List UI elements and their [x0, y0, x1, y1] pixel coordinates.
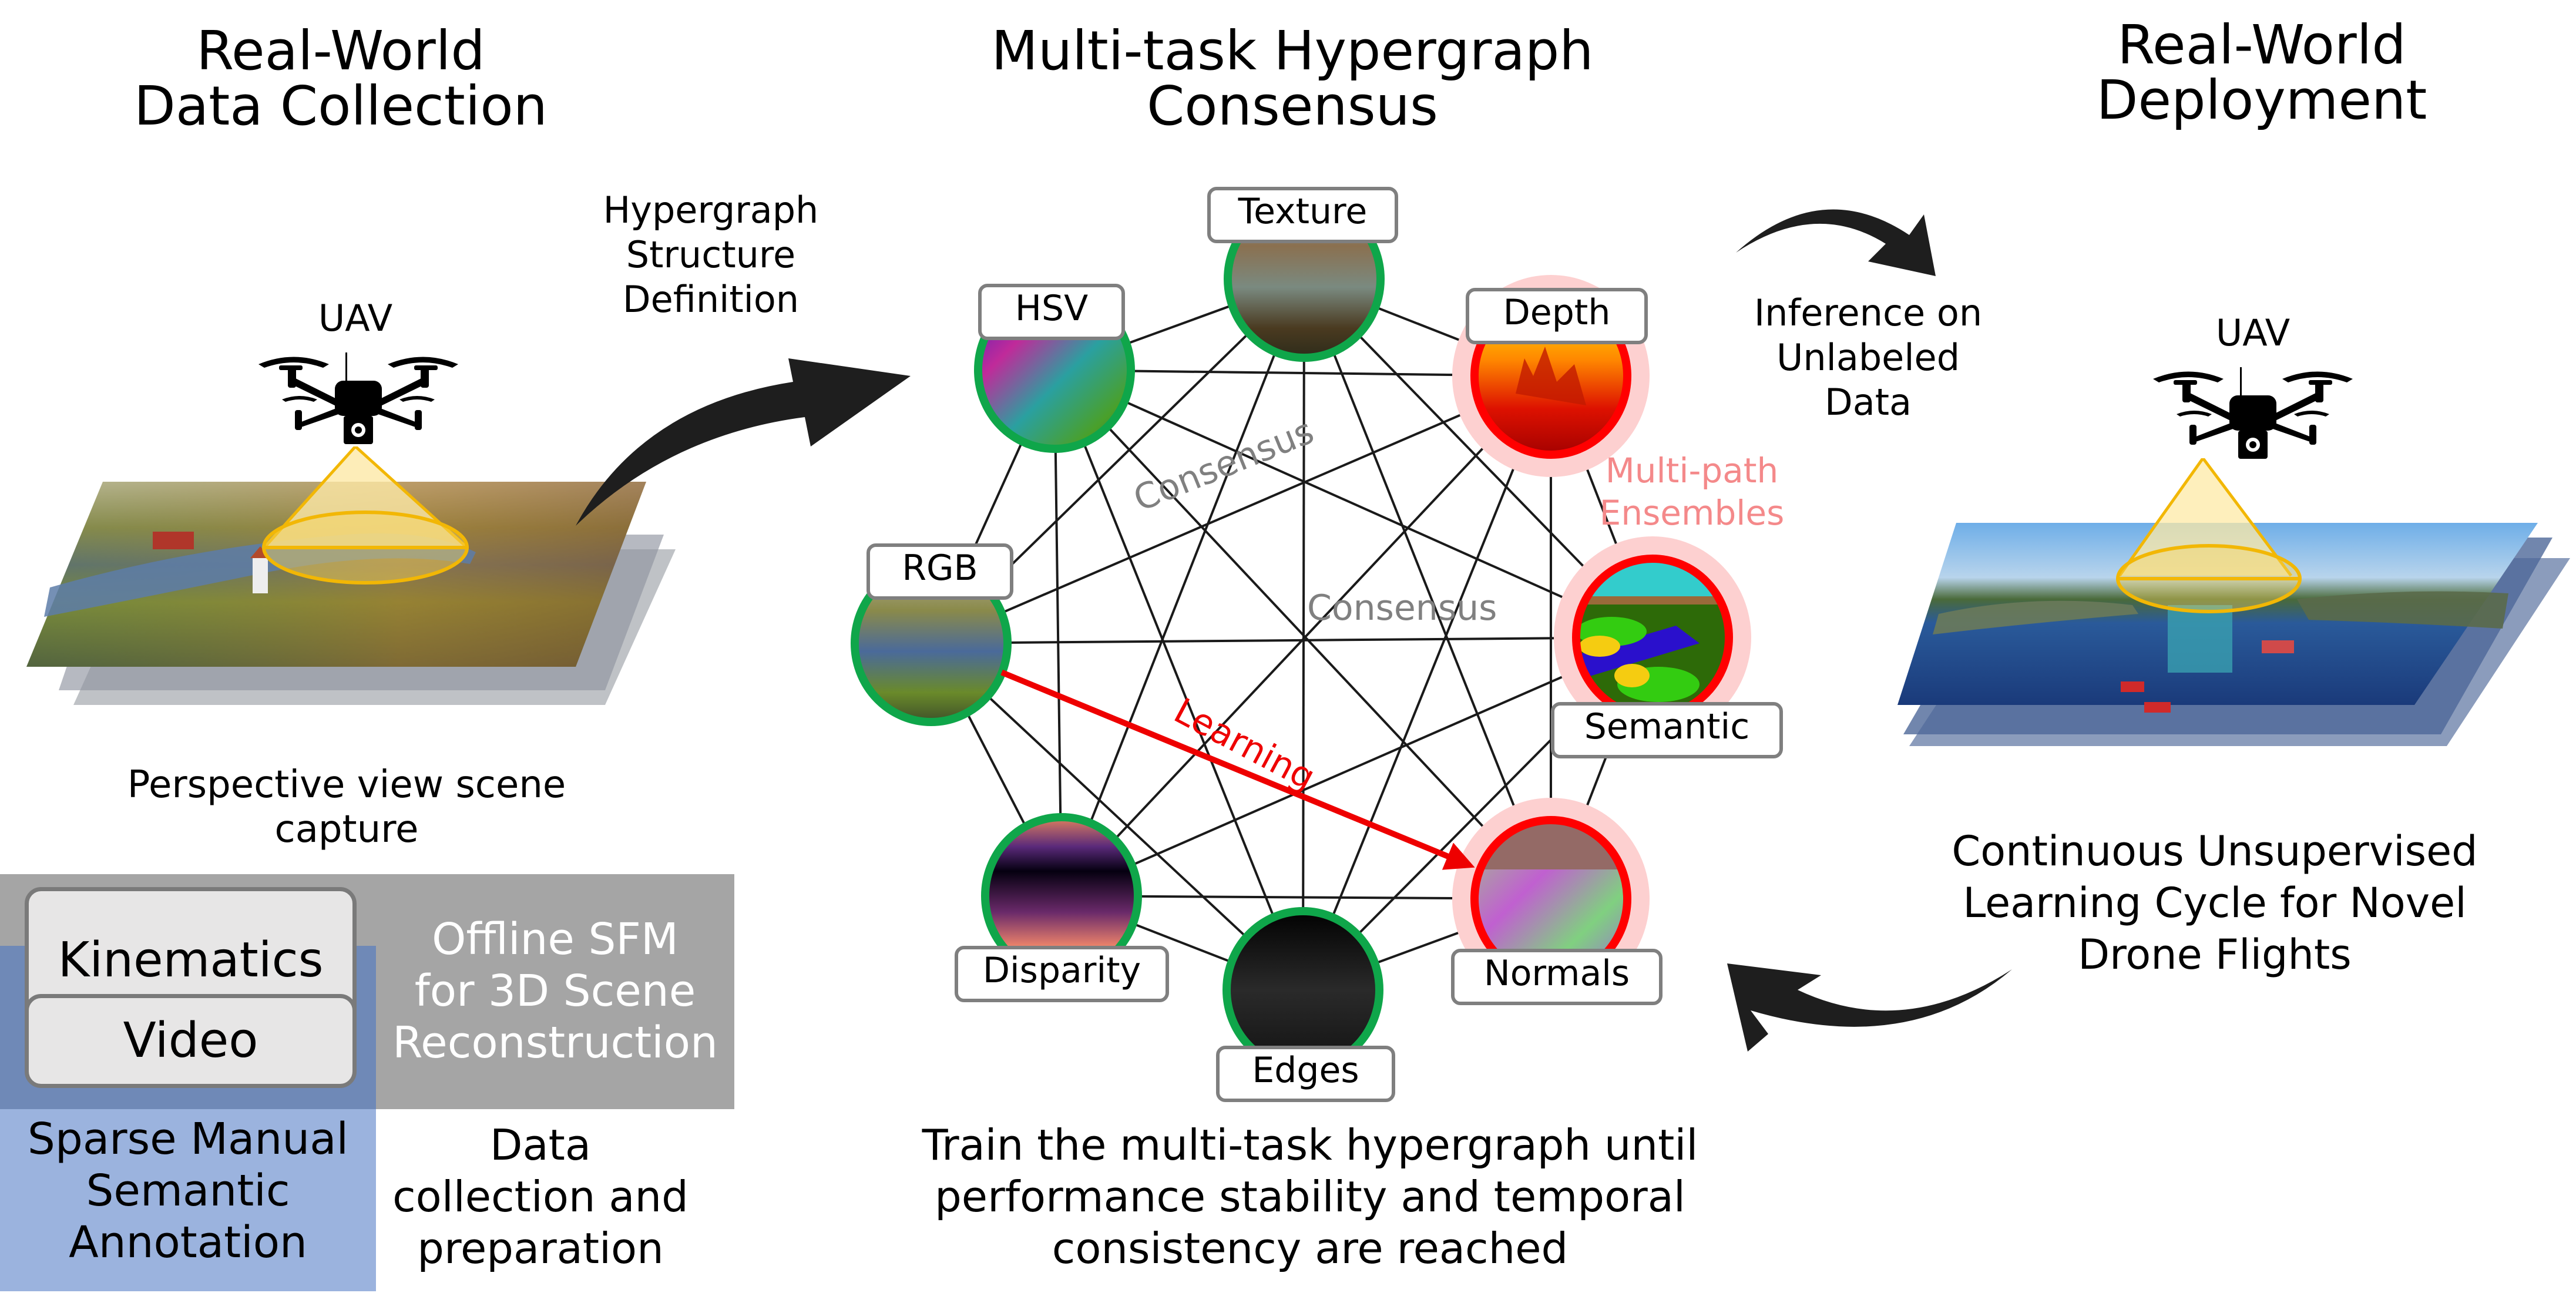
edge-texture-disparity	[1060, 278, 1305, 896]
rig	[2168, 605, 2232, 673]
video-box: Video	[25, 994, 357, 1088]
deployment-scene-stack	[1897, 458, 2570, 746]
semantic-thumbnail	[1577, 560, 1728, 715]
edge-edges-hsv	[1053, 370, 1304, 990]
sfm-text: Offline SFM for 3D Scene Reconstruction	[392, 914, 718, 1068]
scene-capture-stack	[26, 446, 676, 705]
red-roof-house	[153, 532, 194, 549]
edge-depth-edges	[1302, 375, 1552, 990]
edge-semantic-hsv	[1054, 369, 1653, 639]
training-caption: Train the multi-task hypergraph until pe…	[922, 1120, 1698, 1273]
node-label-disparity: Disparity	[955, 946, 1169, 1002]
multipath-ensembles-label: Multi-path Ensembles	[1599, 451, 1785, 533]
tower	[253, 558, 268, 593]
collection-title-line2: Data Collection	[134, 75, 548, 137]
uav-label-right: UAV	[2215, 311, 2290, 354]
node-label-semantic: Semantic	[1551, 702, 1783, 758]
consensus-label-center: Consensus	[1307, 587, 1497, 629]
node-label-hsv: HSV	[978, 284, 1125, 340]
edge-semantic-disparity	[1061, 636, 1653, 897]
learning-arrow	[1000, 669, 1475, 870]
consensus-title: Multi-task Hypergraph Consensus	[991, 19, 1594, 137]
drone-icon	[258, 352, 458, 444]
river	[44, 533, 476, 617]
node-label-rgb: RGB	[866, 543, 1013, 600]
arrow-to-hypergraph-icon	[576, 358, 911, 526]
annotation-panel	[0, 1109, 376, 1291]
deployment-title: Real-World Deployment	[2096, 14, 2427, 132]
camera-cone	[264, 446, 467, 548]
node-label-edges: Edges	[1216, 1046, 1395, 1102]
scene-capture-caption: Perspective view scene capture	[127, 763, 566, 851]
node-label-normals: Normals	[1451, 949, 1663, 1005]
edge-depth-disparity	[1060, 375, 1552, 897]
node-label-texture: Texture	[1207, 187, 1398, 243]
hypergraph-definition-text: Hypergraph Structure Definition	[603, 189, 819, 321]
edge-normals-hsv	[1053, 369, 1552, 900]
node-label-depth: Depth	[1466, 288, 1648, 344]
data-preparation-text: Data collection and preparation	[392, 1120, 688, 1273]
uav-label-left: UAV	[318, 297, 393, 340]
annotation-text: Sparse Manual Semantic Annotation	[27, 1114, 349, 1268]
arrow-back-to-hypergraph-icon	[1727, 963, 2012, 1052]
edge-disparity-hsv	[1053, 370, 1063, 896]
edge-depth-rgb	[931, 375, 1551, 644]
edge-edges-rgb	[930, 642, 1304, 991]
inference-text: Inference on Unlabeled Data	[1754, 291, 1983, 424]
edge-texture-normals	[1303, 278, 1552, 899]
camera-cone-right	[2120, 458, 2291, 576]
arrow-to-deployment-icon	[1736, 209, 1936, 276]
collection-title: Real-World Data Collection	[106, 23, 576, 134]
deployment-caption: Continuous Unsupervised Learning Cycle f…	[1952, 827, 2478, 979]
edges-thumbnail	[1228, 912, 1378, 1067]
drone-icon-right	[2153, 367, 2353, 459]
edge-semantic-rgb	[931, 636, 1653, 644]
collection-title-line1: Real-World	[196, 19, 485, 82]
